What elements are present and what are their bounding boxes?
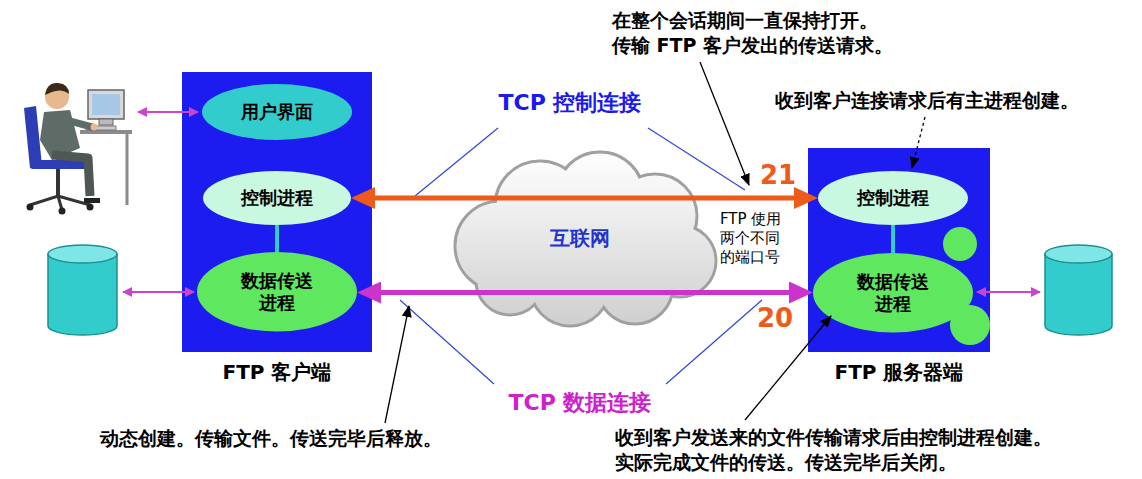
chair-base	[30, 196, 90, 210]
connection-arrow	[359, 196, 810, 201]
box-heading: FTP 服务器端	[835, 360, 964, 385]
monitor	[88, 90, 124, 119]
person-hand	[91, 124, 98, 131]
process-ellipse-fill	[202, 84, 352, 140]
bubble	[950, 305, 990, 345]
process-label: 数据传送 进程	[853, 271, 932, 316]
server-bubbles	[943, 227, 990, 345]
connection-arrow	[365, 290, 805, 295]
process-ellipse-fill	[203, 171, 351, 225]
process-label: 用户界面	[241, 101, 313, 124]
user-illustration	[24, 83, 132, 215]
leader-lines	[385, 62, 925, 423]
desk-top	[80, 130, 132, 134]
chair-wheel	[27, 204, 34, 211]
io-arrow	[977, 291, 1040, 293]
keyboard	[86, 126, 116, 130]
chair-seat	[30, 160, 88, 169]
person-arm	[66, 120, 92, 127]
chair-back	[24, 106, 42, 168]
database-cylinder	[48, 254, 117, 335]
process-label: 控制进程	[857, 187, 929, 210]
monitor-screen	[92, 94, 120, 115]
port-note: FTP 使用 两个不同 的端口号	[720, 210, 792, 267]
io-arrows	[123, 112, 1040, 292]
process-ellipse: 控制进程	[818, 171, 968, 225]
connection-fan-lines	[400, 128, 762, 384]
process-ellipse-fill	[818, 171, 968, 225]
monitor-stand	[99, 119, 113, 125]
client-database	[48, 245, 117, 335]
person-leg	[52, 155, 90, 196]
callout-note: 收到客户连接请求后有主进程创建。	[775, 88, 1079, 112]
callout-note: 收到客户发送来的文件传输请求后由控制进程创建。	[615, 425, 1052, 449]
io-arrow	[123, 291, 194, 293]
leader-line	[912, 117, 925, 168]
process-ellipse: 数据传送 进程	[197, 252, 357, 332]
connection-title: TCP 数据连接	[509, 388, 652, 418]
fan-line	[666, 300, 762, 384]
process-ellipse: 控制进程	[203, 171, 351, 225]
callout-note: 实际完成文件的传送。传送完毕后关闭。	[615, 450, 957, 474]
fan-line	[415, 128, 498, 196]
box-heading-holder: FTP 服务器端	[835, 360, 964, 385]
cloud-puff	[520, 182, 641, 303]
link-line	[275, 225, 279, 252]
database-cylinder	[1045, 254, 1112, 335]
callout-note: 传输 FTP 客户发出的传送请求。	[612, 33, 893, 57]
chair-post	[56, 169, 60, 196]
callout-note: 动态创建。传输文件。传送完毕后释放。	[100, 426, 442, 450]
cloud-label: 互联网	[550, 226, 610, 251]
person-head	[45, 85, 69, 109]
process-ellipse: 数据传送 进程	[813, 253, 973, 333]
process-ellipse-fill	[813, 253, 973, 333]
callout-note: 在整个会话期间一直保持打开。	[612, 8, 878, 32]
link-line	[891, 225, 895, 253]
person-hair	[45, 83, 69, 95]
server-box: 控制进程数据传送 进程FTP 服务器端	[808, 148, 990, 352]
fan-line	[400, 300, 494, 384]
port-number: 21	[760, 160, 796, 190]
database-top	[1045, 245, 1112, 263]
leader-line	[385, 306, 409, 423]
port-number: 20	[757, 303, 793, 333]
database-top	[48, 245, 117, 263]
chair-wheel	[87, 204, 94, 211]
client-box: 用户界面控制进程数据传送 进程FTP 客户端	[182, 72, 372, 352]
box-heading: FTP 客户端	[223, 360, 332, 385]
chair-wheel	[59, 208, 66, 215]
process-ellipse: 用户界面	[202, 84, 352, 140]
process-label: 数据传送 进程	[237, 270, 316, 315]
process-label: 控制进程	[241, 187, 313, 210]
desk-leg	[126, 134, 129, 205]
connection-title: TCP 控制连接	[499, 88, 642, 118]
io-arrow	[138, 111, 198, 113]
person-torso	[40, 110, 80, 160]
box-heading-holder: FTP 客户端	[223, 360, 332, 385]
internet-cloud: 互联网	[440, 151, 720, 326]
bubble	[943, 227, 977, 261]
server-database	[1045, 245, 1112, 335]
person-shoe	[84, 198, 100, 203]
process-ellipse-fill	[197, 252, 357, 332]
leader-line	[700, 62, 749, 185]
